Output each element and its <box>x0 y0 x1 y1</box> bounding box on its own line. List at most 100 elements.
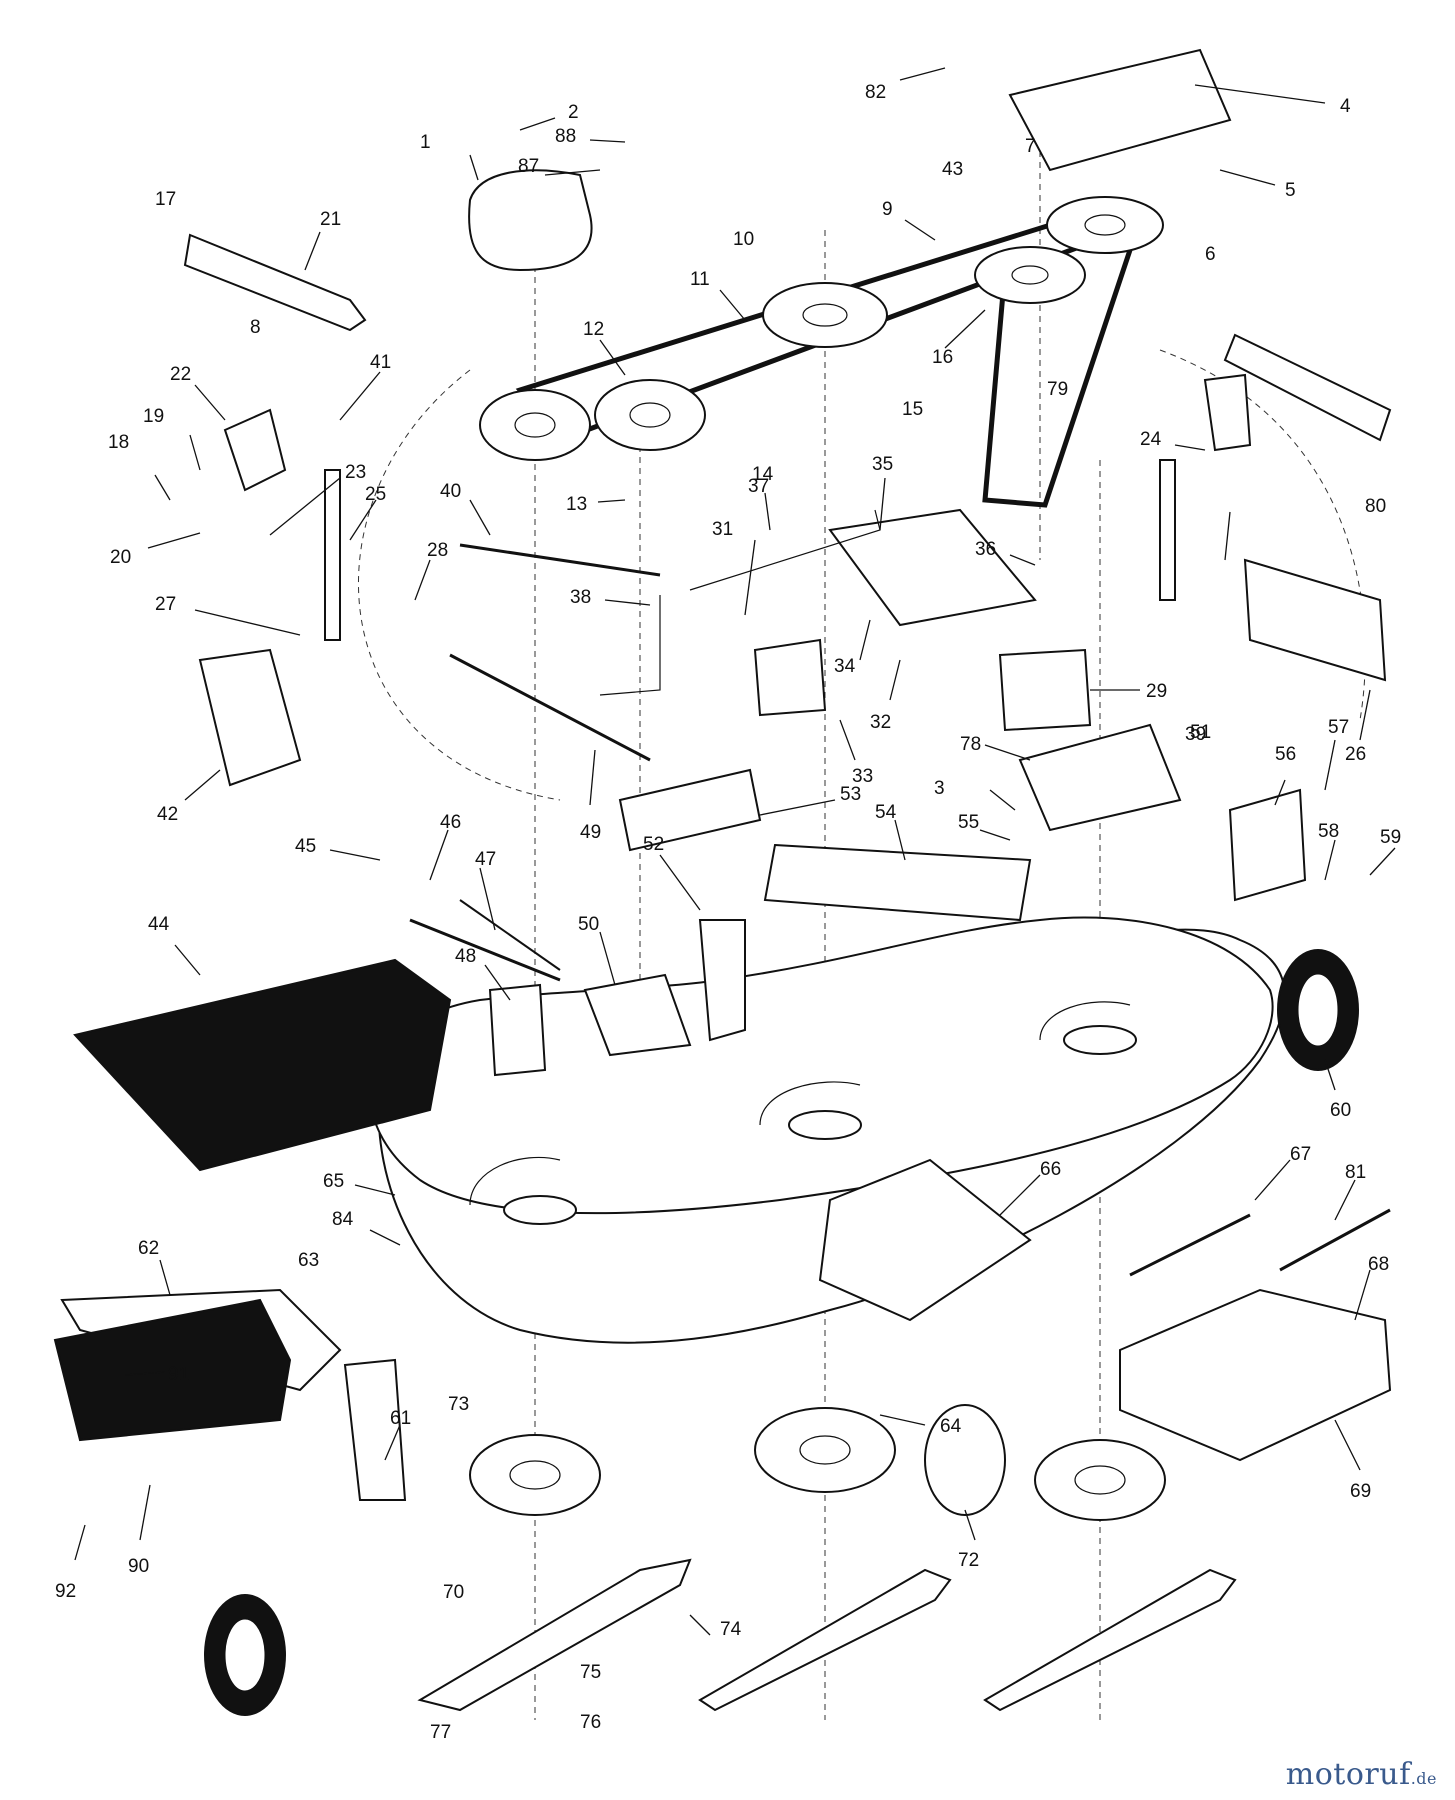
callout-90: 90 <box>128 1556 149 1577</box>
callout-54: 54 <box>875 802 897 823</box>
cover-left <box>468 169 593 272</box>
callout-4: 4 <box>1340 96 1351 117</box>
callout-32: 32 <box>870 712 891 733</box>
callout-82: 82 <box>865 82 886 103</box>
callout-91: 91 <box>168 1364 189 1385</box>
callout-6: 6 <box>1205 244 1216 265</box>
callout-36: 36 <box>975 539 996 560</box>
rod-46 <box>409 918 561 982</box>
bracket-29 <box>998 648 1092 732</box>
spring-40 <box>459 543 661 577</box>
callout-87: 87 <box>518 156 539 177</box>
bracket-50 <box>583 973 692 1057</box>
callout-66: 66 <box>1040 1159 1061 1180</box>
callout-44: 44 <box>148 914 170 935</box>
pulley-10-right <box>1046 196 1164 254</box>
callout-62: 62 <box>138 1238 159 1259</box>
bar-25-right <box>1159 459 1176 601</box>
callout-41: 41 <box>370 352 391 373</box>
roller-72 <box>924 1404 1006 1516</box>
rod-81 <box>1279 1208 1391 1272</box>
bracket-68-69 <box>1119 1288 1392 1462</box>
callout-13: 13 <box>566 494 587 515</box>
callout-39: 39 <box>1185 724 1206 745</box>
callout-9: 9 <box>882 199 893 220</box>
callout-34: 34 <box>834 656 856 677</box>
watermark-brand: motoruf <box>1285 1757 1411 1792</box>
callout-21: 21 <box>320 209 341 230</box>
rod-38 <box>599 595 661 696</box>
plate-53 <box>618 768 762 852</box>
wheels <box>204 949 1359 1716</box>
callout-55: 55 <box>958 812 979 833</box>
callout-56: 56 <box>1275 744 1296 765</box>
callout-15: 15 <box>902 399 923 420</box>
plate-22-left <box>223 408 287 492</box>
callout-43: 43 <box>942 159 963 180</box>
spindle-73-left <box>469 1434 601 1516</box>
plate-22-right <box>1203 373 1252 452</box>
pulley-16 <box>974 246 1086 304</box>
callout-67: 67 <box>1290 1144 1311 1165</box>
callout-92: 92 <box>55 1581 76 1602</box>
bracket-42 <box>198 648 302 787</box>
drive-belt-assembly <box>479 196 1164 508</box>
belt-covers <box>468 48 1232 272</box>
callout-59: 59 <box>1380 827 1401 848</box>
callout-17: 17 <box>155 189 176 210</box>
callout-25: 25 <box>365 484 386 505</box>
callout-77: 77 <box>430 1722 451 1743</box>
callout-45: 45 <box>295 836 316 857</box>
bracket-48 <box>488 983 547 1077</box>
watermark-suffix: .de <box>1410 1769 1437 1788</box>
callout-74: 74 <box>720 1619 742 1640</box>
callout-37: 37 <box>748 476 769 497</box>
spindles <box>469 1404 1166 1521</box>
callout-58: 58 <box>1318 821 1339 842</box>
callout-64: 64 <box>940 1416 962 1437</box>
bar-54 <box>763 843 1032 922</box>
chute-44 <box>73 958 452 1172</box>
callout-16: 16 <box>932 347 953 368</box>
callout-7: 7 <box>1025 136 1036 157</box>
callout-12: 12 <box>583 319 604 340</box>
callout-73: 73 <box>448 1394 469 1415</box>
pulley-10-center <box>762 282 888 348</box>
callout-10: 10 <box>733 229 754 250</box>
callout-22: 22 <box>170 364 191 385</box>
callout-76: 76 <box>580 1712 601 1733</box>
bracket-66 <box>818 1158 1032 1322</box>
arm-21-right <box>1223 333 1392 442</box>
watermark-logo: motoruf.de <box>1286 1757 1437 1792</box>
callout-81: 81 <box>1345 1162 1366 1183</box>
callout-60: 60 <box>1330 1100 1351 1121</box>
callout-20: 20 <box>110 547 131 568</box>
callout-42: 42 <box>157 804 178 825</box>
callout-33: 33 <box>852 766 873 787</box>
callout-29: 29 <box>1146 681 1167 702</box>
callout-70: 70 <box>443 1582 464 1603</box>
callout-11: 11 <box>690 269 710 290</box>
callout-2: 2 <box>568 102 579 123</box>
cover-right <box>1008 48 1232 172</box>
callout-8: 8 <box>250 317 261 338</box>
pulley-10-left <box>479 389 591 461</box>
callout-52: 52 <box>643 834 664 855</box>
callout-40: 40 <box>440 481 461 502</box>
callout-31: 31 <box>712 519 733 540</box>
callout-49: 49 <box>580 822 601 843</box>
callout-26: 26 <box>1345 744 1366 765</box>
callout-75: 75 <box>580 1662 601 1683</box>
spindle-73-center <box>754 1407 896 1493</box>
blade-74-right <box>983 1568 1237 1712</box>
blade-74-center <box>698 1568 952 1712</box>
callout-57: 57 <box>1328 717 1349 738</box>
callout-24: 24 <box>1140 429 1162 450</box>
callout-1: 1 <box>420 132 431 153</box>
callout-69: 69 <box>1350 1481 1371 1502</box>
spindle-73-right <box>1034 1439 1166 1521</box>
callout-3: 3 <box>934 778 945 799</box>
bracket-61 <box>343 1358 407 1501</box>
callout-19: 19 <box>143 406 164 427</box>
callout-79: 79 <box>1047 379 1068 400</box>
